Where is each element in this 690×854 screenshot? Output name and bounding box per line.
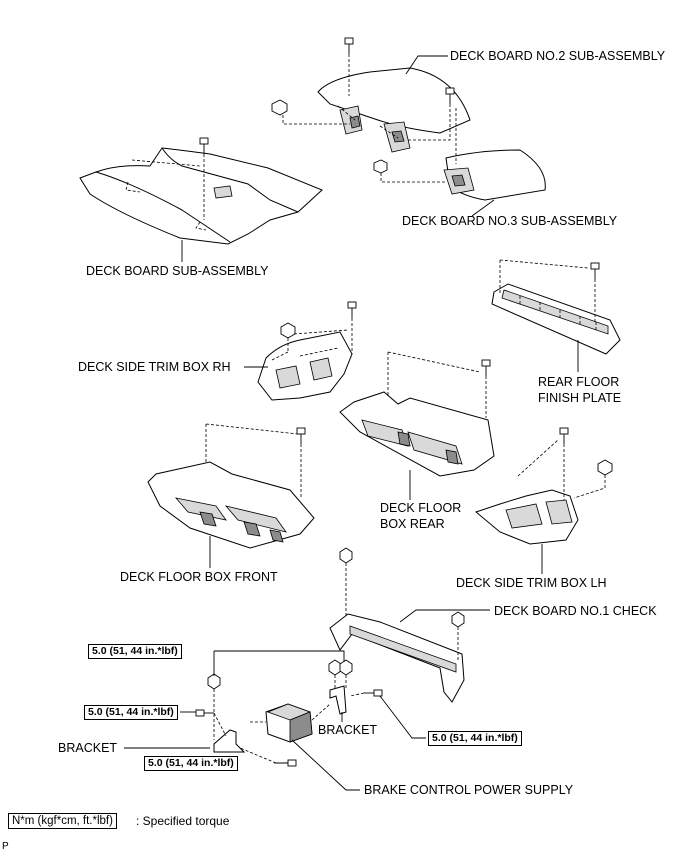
- rear-floor-finish-plate-part: [491, 259, 621, 355]
- label-deck-board-no2: DECK BOARD NO.2 SUB-ASSEMBLY: [450, 49, 666, 63]
- deck-board-no3-part: [373, 108, 546, 201]
- label-side-trim-lh: DECK SIDE TRIM BOX LH: [456, 576, 607, 590]
- deck-floor-box-front-part: [147, 423, 315, 549]
- deck-floor-box-rear-part: [339, 351, 495, 477]
- torque-spec-1: 5.0 (51, 44 in.*lbf): [88, 644, 182, 659]
- label-deck-side-trim-rh: DECK SIDE TRIM BOX RH: [78, 360, 231, 374]
- label-rear-floor-plate-1: REAR FLOOR: [538, 375, 620, 389]
- label-no1-check: DECK BOARD NO.1 CHECK: [494, 604, 657, 618]
- deck-side-trim-box-rh-part: [257, 301, 357, 401]
- leader-power-supply: [291, 739, 360, 791]
- deck-board-part: [79, 137, 323, 245]
- label-floor-box-rear-2: BOX REAR: [380, 517, 445, 531]
- leader-torque-3: [379, 695, 426, 739]
- label-floor-box-front: DECK FLOOR BOX FRONT: [120, 570, 278, 584]
- corner-mark: P: [2, 841, 9, 852]
- torque-spec-2: 5.0 (51, 44 in.*lbf): [84, 705, 178, 720]
- torque-spec-3: 5.0 (51, 44 in.*lbf): [428, 731, 522, 746]
- deck-side-trim-box-lh-part: [474, 427, 613, 545]
- deck-board-no1-check-part: [329, 547, 465, 703]
- label-power-supply: BRAKE CONTROL POWER SUPPLY: [364, 783, 574, 797]
- legend-unit-box: N*m (kgf*cm, ft.*lbf): [8, 813, 117, 829]
- leader-torque-1: [213, 650, 345, 676]
- torque-spec-4: 5.0 (51, 44 in.*lbf): [144, 756, 238, 771]
- deck-board-no2-part: [271, 37, 471, 153]
- label-bracket-left: BRACKET: [58, 741, 118, 755]
- label-deck-board-no3: DECK BOARD NO.3 SUB-ASSEMBLY: [402, 214, 618, 228]
- leader-deck-board-no3: [471, 199, 495, 217]
- label-deck-board: DECK BOARD SUB-ASSEMBLY: [86, 264, 269, 278]
- leader-deck-board-no2: [405, 55, 448, 75]
- label-floor-box-rear-1: DECK FLOOR: [380, 501, 462, 515]
- legend-meaning: : Specified torque: [136, 814, 230, 828]
- brackets-and-power-supply: [195, 659, 383, 767]
- leader-no1-check: [399, 609, 490, 623]
- label-bracket-right: BRACKET: [318, 723, 378, 737]
- label-rear-floor-plate-2: FINISH PLATE: [538, 391, 622, 405]
